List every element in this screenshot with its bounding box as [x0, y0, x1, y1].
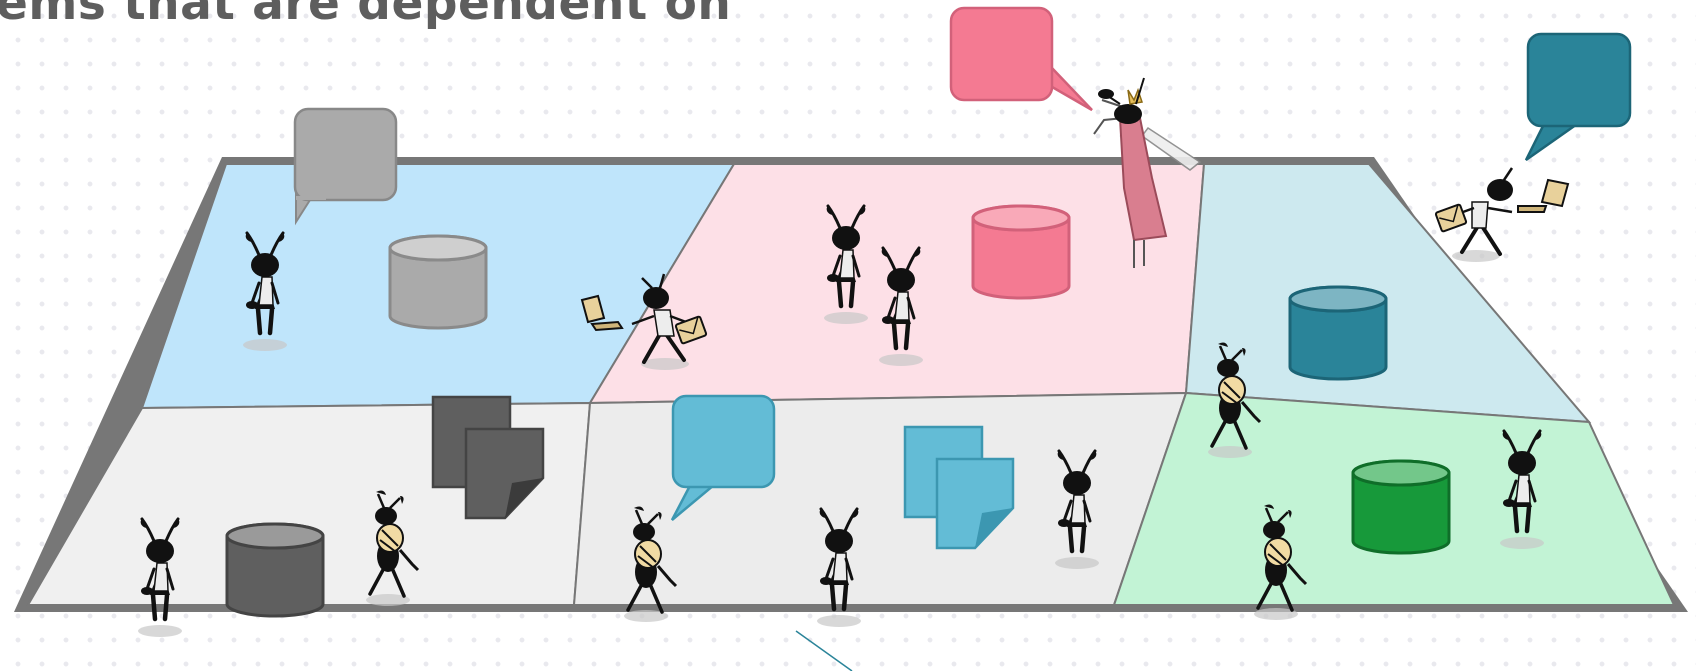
zone-top-right [1186, 164, 1589, 422]
pink-database-icon [973, 206, 1069, 298]
pink-speech-bubble [951, 8, 1092, 110]
teal-speech-bubble [1526, 34, 1630, 160]
connector-line [796, 631, 852, 671]
green-database-icon [1353, 461, 1449, 553]
dark-gray-database-icon [227, 524, 323, 616]
courier-ant-icon [1435, 168, 1568, 262]
gray-database-icon [390, 236, 486, 328]
teal-database-icon [1290, 287, 1386, 379]
